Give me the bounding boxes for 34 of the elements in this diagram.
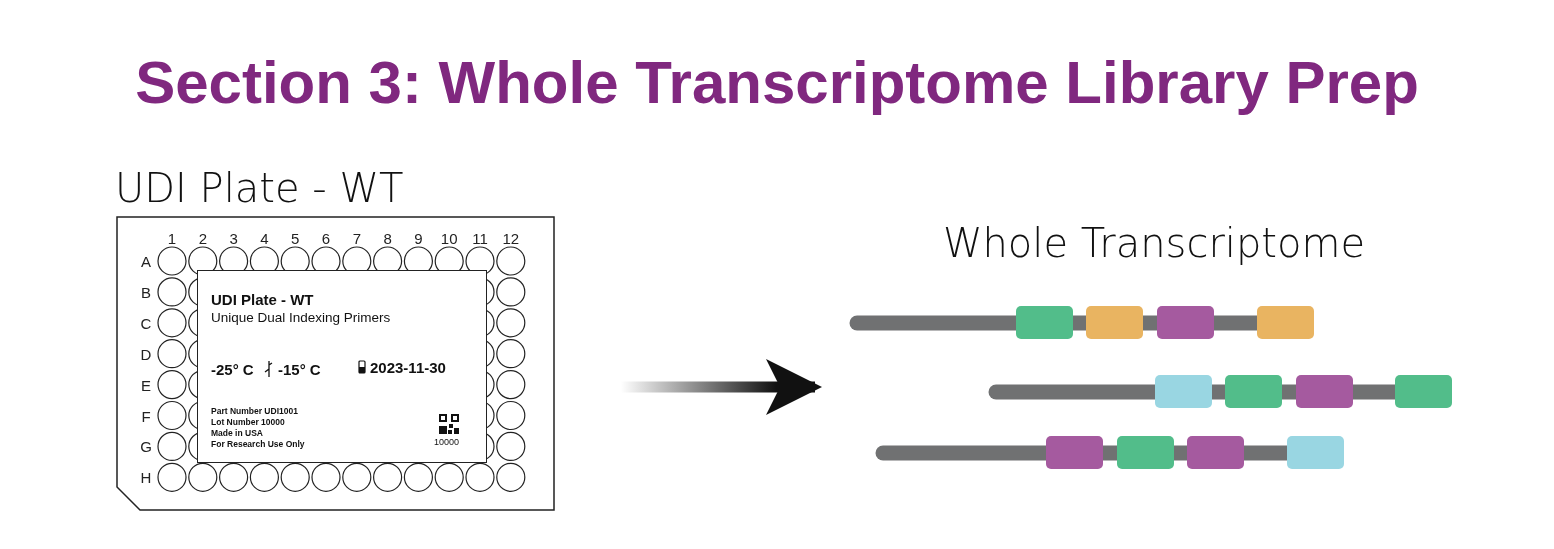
column-number: 6 (321, 229, 331, 247)
temperature-high: -15° C (278, 361, 321, 378)
row-letter: C (140, 314, 152, 332)
column-number: 8 (383, 229, 392, 247)
origin-note: Made in USA (211, 428, 263, 438)
temperature-low: -25° C (211, 361, 254, 378)
page-title: Section 3: Whole Transcriptome Library Prep (134, 48, 1420, 117)
plate-heading: UDI Plate - WT (115, 165, 404, 211)
row-letter: G (140, 437, 152, 455)
row-letter: A (141, 252, 151, 270)
column-number: 1 (167, 229, 177, 247)
code-number: 10000 (434, 437, 460, 447)
row-letter: F (141, 407, 151, 424)
column-number: 11 (472, 229, 488, 247)
plate-label-card (197, 270, 487, 463)
column-number: 10 (440, 229, 458, 247)
panel-heading: Whole Transcriptome (941, 220, 1367, 266)
row-letter: E (141, 376, 151, 394)
column-number: 2 (198, 229, 207, 247)
column-number: 3 (229, 229, 238, 247)
usage-note: For Research Use Only (211, 439, 305, 449)
column-number: 9 (414, 229, 423, 247)
column-number: 12 (502, 229, 520, 247)
row-letter: D (140, 345, 152, 363)
expiry-date: 2023-11-30 (370, 359, 446, 376)
label-title: UDI Plate - WT (211, 291, 314, 308)
column-number: 5 (291, 229, 300, 247)
part-number: Part Number UDI1001 (211, 406, 298, 416)
column-number: 7 (352, 229, 361, 247)
lot-number: Lot Number 10000 (211, 417, 285, 427)
row-letter: B (141, 283, 151, 301)
row-letter: H (140, 468, 152, 486)
column-number: 4 (260, 229, 269, 247)
label-subtitle: Unique Dual Indexing Primers (211, 310, 391, 325)
